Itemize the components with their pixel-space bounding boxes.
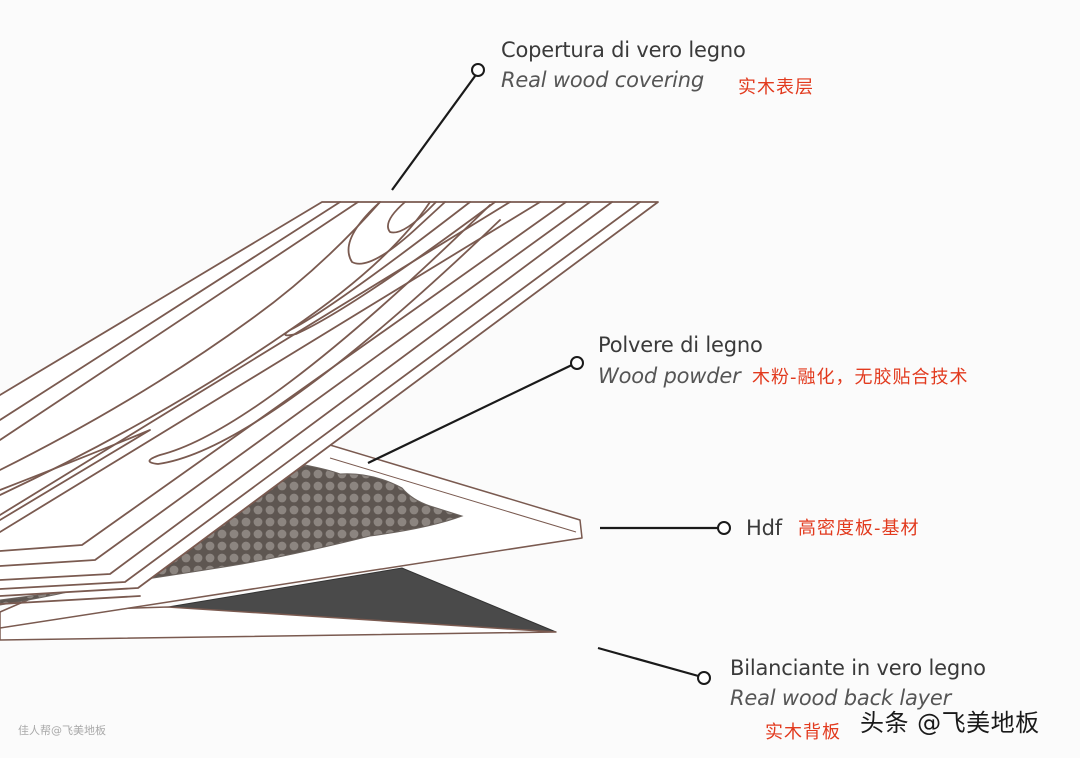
watermark-left: 佳人帮@飞美地板 — [18, 724, 106, 737]
wood-grain-lines — [0, 201, 659, 605]
real-wood-veneer — [0, 202, 658, 596]
label-covering-english: Real wood covering — [501, 68, 705, 92]
leader-back — [597, 646, 703, 679]
leader-covering — [391, 71, 479, 191]
label-powder-chinese: 木粉-融化，无胶贴合技术 — [752, 367, 969, 388]
endpoint-back — [697, 671, 711, 685]
label-back-english: Real wood back layer — [730, 686, 952, 710]
label-covering-italian: Copertura di vero legno — [501, 38, 746, 62]
watermark-right: 头条 @飞美地板 — [860, 709, 1040, 737]
label-hdf-chinese: 高密度板-基材 — [798, 518, 920, 539]
label-powder-english: Wood powder — [598, 364, 741, 388]
label-powder-italian: Polvere di legno — [598, 333, 763, 357]
label-back-chinese: 实木背板 — [765, 722, 841, 743]
endpoint-covering — [471, 63, 485, 77]
endpoint-powder — [570, 356, 584, 370]
endpoint-hdf — [717, 521, 731, 535]
label-back-italian: Bilanciante in vero legno — [730, 656, 986, 680]
leader-lines — [367, 71, 722, 679]
label-covering-chinese: 实木表层 — [738, 77, 814, 98]
leader-powder — [367, 362, 577, 464]
leader-endpoints — [471, 63, 731, 685]
label-hdf-italian: Hdf — [746, 516, 782, 540]
